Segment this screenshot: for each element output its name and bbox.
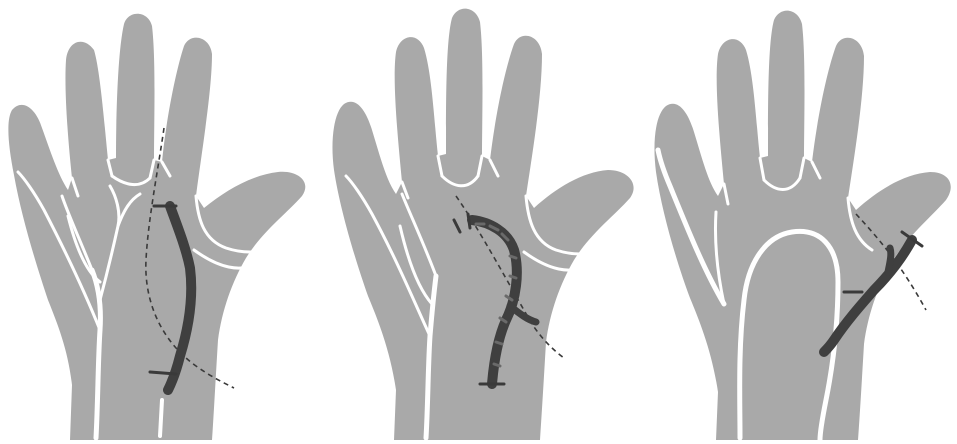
hand-panel-middle	[320, 0, 640, 444]
hand-panel-left	[0, 0, 320, 444]
hand-panel-right	[640, 0, 957, 444]
